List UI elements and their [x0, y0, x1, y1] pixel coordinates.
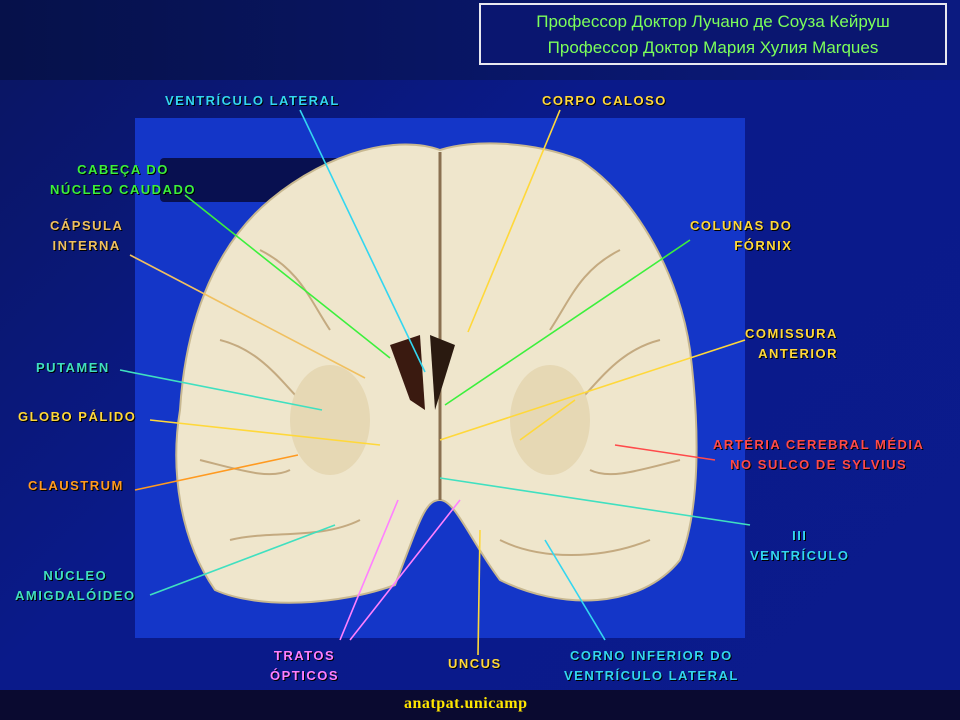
leader-tratos-opticos-1	[339, 499, 399, 641]
leader-arteria	[614, 444, 716, 461]
leader-colunas-fornix	[444, 239, 691, 406]
leader-corpo-caloso	[467, 109, 561, 333]
label-capsula-interna: CÁPSULA INTERNA	[50, 216, 123, 256]
leader-comissura-anterior	[439, 339, 746, 441]
label-line: ÓPTICOS	[270, 668, 340, 683]
label-claustrum: CLAUSTRUM	[28, 478, 124, 493]
label-line: NÚCLEO CAUDADO	[50, 182, 196, 197]
label-line: CABEÇA DO	[77, 162, 169, 177]
author-line-2: Профессор Доктор Мария Хулия Marques	[547, 38, 879, 57]
leader-capsula-interna	[129, 254, 366, 379]
label-line: CORNO INFERIOR DO	[570, 648, 733, 663]
label-comissura-anterior: COMISSURA ANTERIOR	[745, 324, 838, 364]
label-line: NÚCLEO	[43, 568, 108, 583]
label-uncus: UNCUS	[448, 656, 502, 671]
leader-putamen	[119, 369, 323, 411]
label-line: AMIGDALÓIDEO	[15, 588, 136, 603]
leader-nucleo-amigdaloideo	[149, 524, 336, 596]
label-line: TRATOS	[273, 648, 336, 663]
leader-tratos-opticos-2	[349, 499, 461, 641]
label-colunas-fornix: COLUNAS DO FÓRNIX	[690, 216, 792, 256]
footer-bar: anatpat.unicamp	[0, 690, 960, 720]
brain-coronal-section	[175, 142, 698, 604]
label-iii-ventriculo: III VENTRÍCULO	[750, 526, 850, 566]
label-line: COMISSURA	[745, 326, 838, 341]
label-line: COLUNAS DO	[690, 218, 793, 233]
label-nucleo-amigdaloideo: NÚCLEO AMIGDALÓIDEO	[15, 566, 136, 606]
leader-ventriculo-lateral	[299, 109, 426, 373]
label-line: ARTÉRIA CEREBRAL MÉDIA	[713, 437, 925, 452]
footer-credit: anatpat.unicamp	[404, 695, 528, 712]
label-line: VENTRÍCULO	[750, 548, 850, 563]
leader-iii-ventriculo	[439, 477, 751, 526]
label-corpo-caloso: CORPO CALOSO	[542, 93, 667, 108]
label-tratos-opticos: TRATOS ÓPTICOS	[270, 646, 339, 686]
leader-nucleo-caudado	[184, 194, 391, 359]
author-line-1: Профессор Доктор Лучано де Соуза Кейруш	[536, 12, 890, 31]
label-line: III	[792, 528, 808, 543]
label-line: FÓRNIX	[734, 238, 793, 253]
label-cabeca-nucleo-caudado: CABEÇA DO NÚCLEO CAUDADO	[50, 160, 196, 200]
label-putamen: PUTAMEN	[36, 360, 110, 375]
leader-corno-inferior	[544, 539, 606, 641]
label-arteria-cerebral-media: ARTÉRIA CEREBRAL MÉDIA NO SULCO DE SYLVIU…	[713, 435, 924, 475]
label-line: INTERNA	[52, 238, 121, 253]
label-line: CÁPSULA	[50, 218, 124, 233]
leader-uncus	[477, 529, 481, 656]
label-ventriculo-lateral: VENTRÍCULO LATERAL	[165, 93, 340, 108]
leader-globo-palido	[149, 419, 381, 446]
label-globo-palido: GLOBO PÁLIDO	[18, 409, 137, 424]
label-corno-inferior: CORNO INFERIOR DO VENTRÍCULO LATERAL	[564, 646, 739, 686]
label-line: VENTRÍCULO LATERAL	[564, 668, 739, 683]
leader-comissura-anterior-2	[519, 399, 576, 441]
label-line: ANTERIOR	[758, 346, 838, 361]
authors-box: Профессор Доктор Лучано де Соуза Кейруш …	[479, 3, 947, 65]
leader-claustrum	[134, 454, 299, 491]
label-line: NO SULCO DE SYLVIUS	[730, 457, 908, 472]
